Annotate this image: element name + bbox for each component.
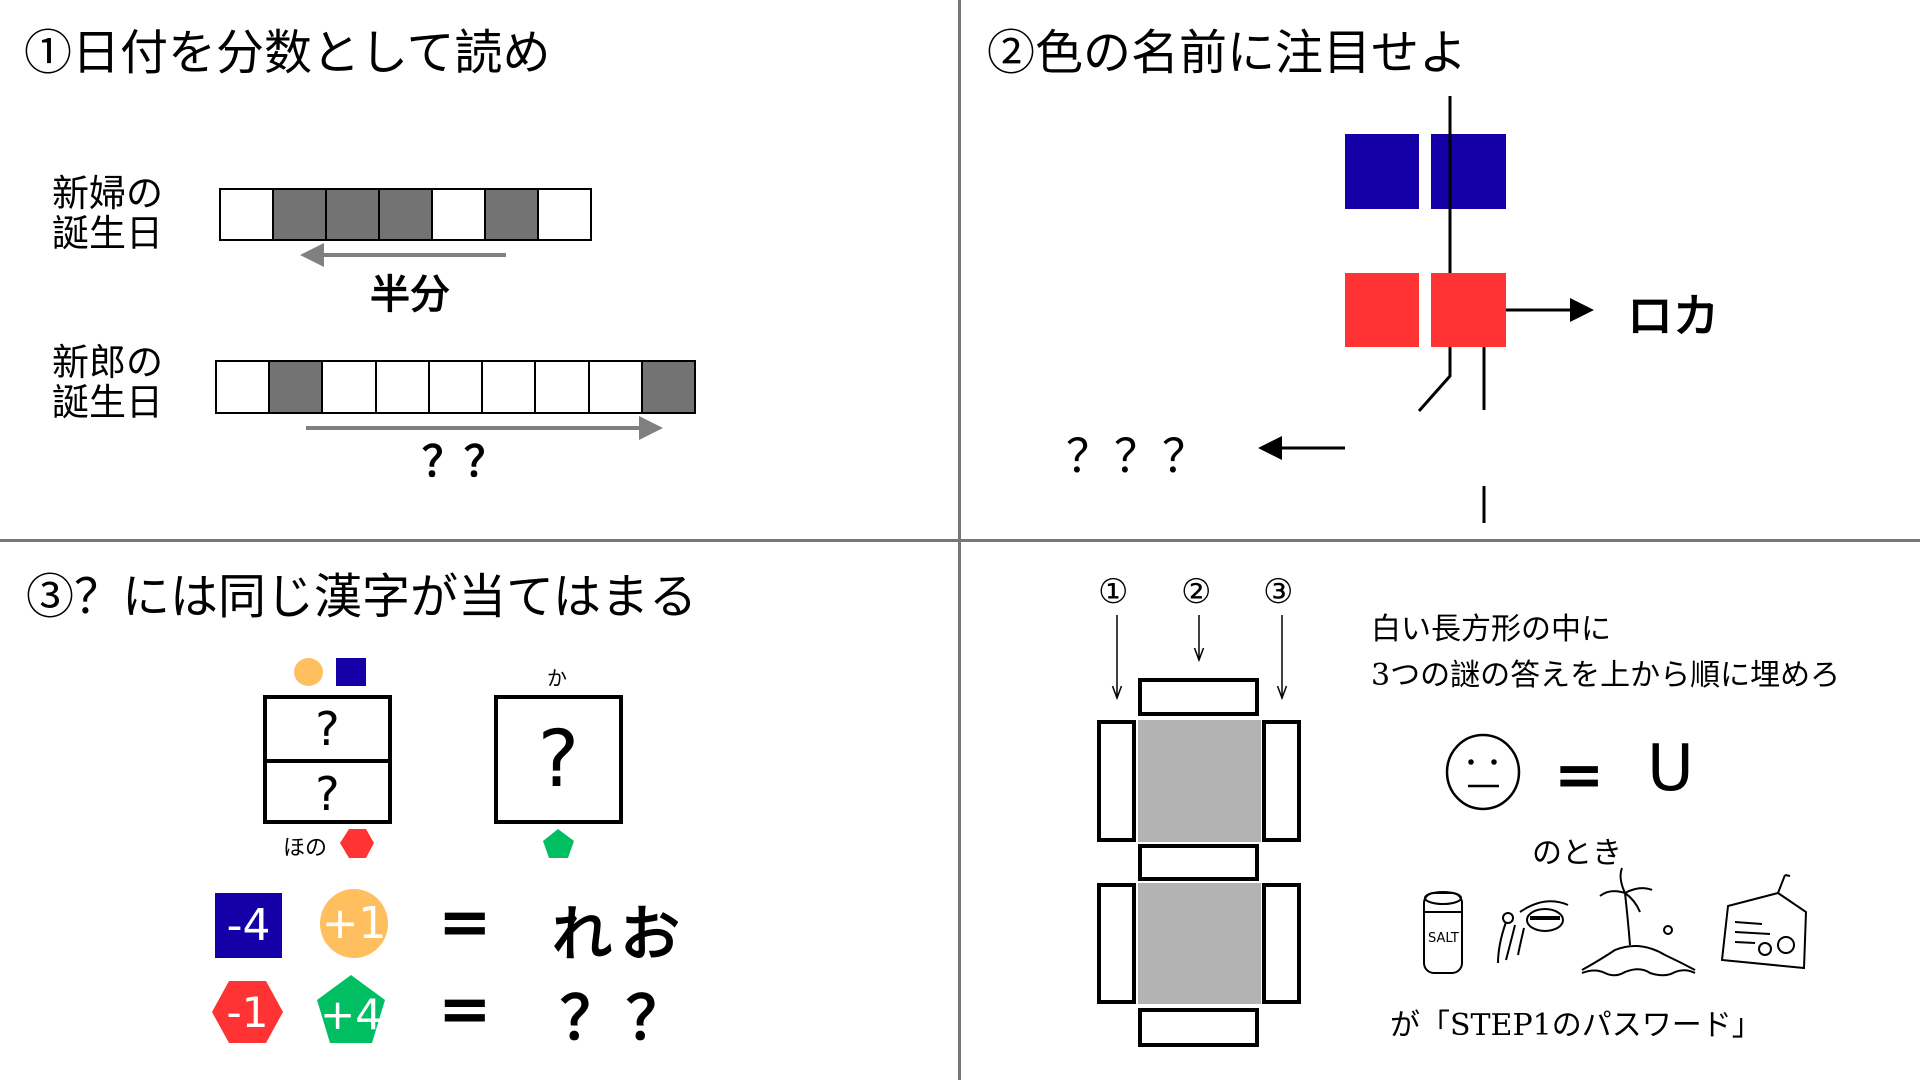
groom-label: 新郎の 誕生日: [52, 343, 163, 423]
right-hint: か: [547, 666, 567, 690]
marker-1: ①: [1098, 572, 1129, 612]
neutral-face-icon: [1445, 733, 1521, 811]
bride-label-line1: 新婦の: [52, 172, 163, 215]
bride-cell-filled: [274, 190, 327, 239]
wire-bent: [1417, 347, 1452, 412]
bride-cell-filled: [486, 190, 539, 239]
result-label: ロカ: [1627, 289, 1719, 343]
groom-cell-empty: [429, 362, 484, 412]
q3-title: ③？には同じ漢字が当てはまる: [26, 569, 698, 625]
face-value: U: [1647, 732, 1694, 806]
eq2-result: ？？: [560, 984, 692, 1054]
instruction-line2: 3つの謎の答えを上から順に埋めろ: [1371, 658, 1841, 693]
bride-birthday-bar: [219, 188, 592, 241]
bride-cell-empty: [433, 190, 486, 239]
answer-slot-top: [1138, 678, 1259, 716]
groom-label-line1: 新郎の: [52, 341, 163, 384]
when-label: のとき: [1532, 836, 1622, 871]
half-label: 半分: [370, 272, 450, 318]
bride-label-line2: 誕生日: [52, 212, 163, 255]
answer-slot-left-upper: [1097, 720, 1136, 842]
answer-slot-left-lower: [1097, 883, 1136, 1004]
bride-label: 新婦の 誕生日: [52, 174, 163, 254]
groom-cell-empty: [217, 362, 271, 412]
groom-cell-filled: [270, 362, 324, 412]
horizontal-divider: [0, 539, 1920, 542]
red-rect-right: [1431, 273, 1506, 347]
island-icon: [1581, 867, 1696, 977]
bride-cell-empty: [539, 190, 590, 239]
eq1-result: れお: [552, 900, 688, 970]
gray-panel-top: [1138, 720, 1261, 842]
ema-tag-icon: [1720, 874, 1808, 970]
bride-cell-filled: [380, 190, 433, 239]
left-kanji-box: ? ?: [263, 695, 392, 824]
answer-slot-bottom: [1138, 1008, 1259, 1047]
minus4-badge: -4: [215, 893, 282, 958]
gray-panel-bottom: [1138, 883, 1261, 1004]
left-box-bottom-char: ?: [315, 766, 340, 821]
groom-cell-empty: [536, 362, 590, 412]
bride-cell-empty: [221, 190, 274, 239]
salt-shaker-icon: SALT: [1423, 891, 1463, 974]
answer-slot-middle: [1138, 844, 1259, 881]
left-hint: ほの: [283, 836, 328, 861]
groom-cell-empty: [589, 362, 643, 412]
instruction: 白い長方形の中に 3つの謎の答えを上から順に埋めろ: [1371, 607, 1840, 699]
marker-3: ③: [1263, 572, 1294, 612]
face-equals: =: [1554, 740, 1605, 810]
groom-cell-empty: [483, 362, 537, 412]
green-pentagon-badge: [317, 975, 385, 1043]
right-kanji-box: ?: [494, 695, 623, 824]
groom-cell-empty: [323, 362, 377, 412]
red-hexagon-badge: [212, 981, 283, 1043]
red-rect-left: [1345, 273, 1419, 347]
eq2-equals: =: [438, 973, 492, 1047]
mosquito-icon: [1497, 900, 1569, 964]
q1-unknown-label: ？？: [422, 437, 507, 486]
groom-label-line2: 誕生日: [52, 381, 163, 424]
groom-birthday-bar: [215, 360, 696, 414]
answer-slot-right-upper: [1262, 720, 1301, 842]
answer-slot-right-lower: [1262, 883, 1301, 1004]
red-hexagon-icon: [340, 829, 374, 858]
green-pentagon-icon: [543, 829, 574, 858]
left-box-top-char: ?: [267, 699, 388, 763]
minus1-label: -1: [226, 987, 269, 1037]
plus1-badge: +1: [320, 889, 388, 958]
eq1-equals: =: [438, 886, 492, 960]
bride-cell-filled: [327, 190, 380, 239]
blue-square-icon: [336, 658, 366, 686]
q1-title: ①日付を分数として読め: [24, 25, 551, 81]
groom-cell-empty: [376, 362, 430, 412]
orange-circle-icon: [294, 658, 323, 686]
groom-cell-filled: [642, 362, 694, 412]
marker-2: ②: [1181, 572, 1212, 612]
q2-title: ②色の名前に注目せよ: [987, 25, 1468, 81]
salt-label: SALT: [1428, 931, 1459, 946]
blue-rect-right: [1431, 134, 1506, 209]
plus4-label: +4: [320, 989, 382, 1039]
instruction-line1: 白い長方形の中に: [1371, 612, 1611, 647]
blue-rect-left: [1345, 134, 1419, 209]
q2-unknown-label: ？？？: [1066, 429, 1210, 483]
footer-text: が「STEP1のパスワード」: [1390, 1008, 1762, 1043]
